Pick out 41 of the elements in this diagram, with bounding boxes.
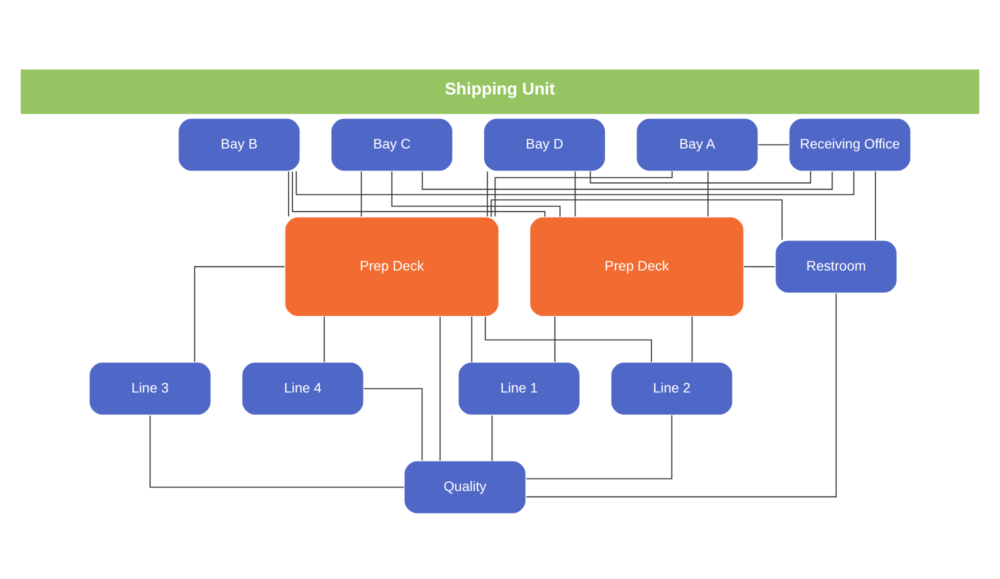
connector <box>574 172 576 216</box>
connector <box>484 316 652 362</box>
connector <box>744 266 775 268</box>
node-box: Bay D <box>483 118 606 172</box>
connector <box>296 171 854 196</box>
node-box: Prep Deck <box>529 216 744 318</box>
node-box: Line 1 <box>458 362 581 416</box>
connector <box>471 316 472 362</box>
connector <box>194 266 285 362</box>
connector <box>490 199 783 240</box>
connector <box>391 172 561 217</box>
connector <box>364 388 423 460</box>
connector <box>590 171 812 184</box>
connector <box>324 316 325 362</box>
connector <box>492 416 493 461</box>
node-box: Receiving Office <box>788 118 912 172</box>
node-box: Prep Deck <box>284 216 500 318</box>
connector <box>360 172 362 216</box>
node-box: Line 2 <box>610 362 734 416</box>
connector <box>292 172 546 217</box>
node-box: Bay B <box>178 118 301 172</box>
connector <box>440 316 441 460</box>
node-box: Line 4 <box>241 362 364 416</box>
node-box: Line 3 <box>88 362 212 416</box>
connector <box>494 171 673 216</box>
connector <box>554 316 556 362</box>
connector <box>692 316 693 362</box>
connector <box>486 172 488 216</box>
node-box: Bay A <box>636 118 759 172</box>
connector <box>288 172 290 216</box>
node-box: Bay C <box>330 118 454 172</box>
connector <box>758 144 789 146</box>
connector <box>422 172 833 190</box>
node-box: Quality <box>404 460 526 514</box>
diagram-title: Shipping Unit <box>444 80 556 99</box>
node-box: Restroom <box>774 240 898 294</box>
connector <box>526 294 837 498</box>
connector <box>526 415 672 480</box>
connector <box>874 172 876 240</box>
connector <box>150 416 404 488</box>
connector <box>707 172 709 216</box>
